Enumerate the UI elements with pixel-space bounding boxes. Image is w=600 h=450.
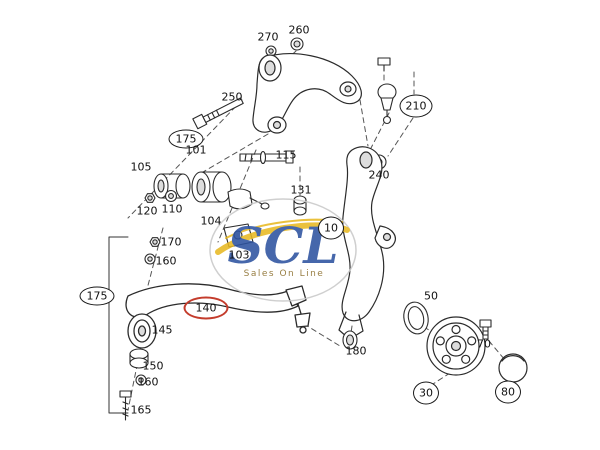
ball-joint-104: [227, 188, 270, 210]
steering-knuckle-10: [338, 146, 396, 338]
wheel-hub-30: [426, 316, 486, 376]
watermark-logo-text: SCL: [227, 216, 338, 275]
washer-260: [290, 37, 304, 51]
bushing-131: [293, 195, 307, 216]
nut-120: [144, 193, 156, 203]
callout-bracket-175: [108, 236, 129, 414]
bushing-105: [153, 173, 191, 199]
lower-control-arm-140: [125, 283, 311, 349]
watermark-subtitle-text: Sales On Line: [244, 269, 325, 279]
upper-control-arm: [252, 53, 362, 134]
nut-170: [149, 237, 161, 247]
bushing-101: [191, 171, 232, 203]
washer-160-lower: [135, 374, 147, 386]
watermark: SCL Sales On Line: [209, 198, 357, 302]
bolt-250: [192, 97, 244, 130]
seal-ring-50: [403, 301, 429, 335]
bolt-70: [479, 319, 492, 340]
washer-160-upper: [144, 253, 156, 265]
washer-110: [164, 189, 178, 203]
cap-80: [498, 353, 528, 383]
bolt-165: [119, 390, 132, 421]
ring-180: [342, 330, 358, 350]
bolt-115: [239, 150, 294, 165]
bushing-150: [129, 348, 149, 369]
upper-ball-joint-210: [377, 57, 397, 125]
